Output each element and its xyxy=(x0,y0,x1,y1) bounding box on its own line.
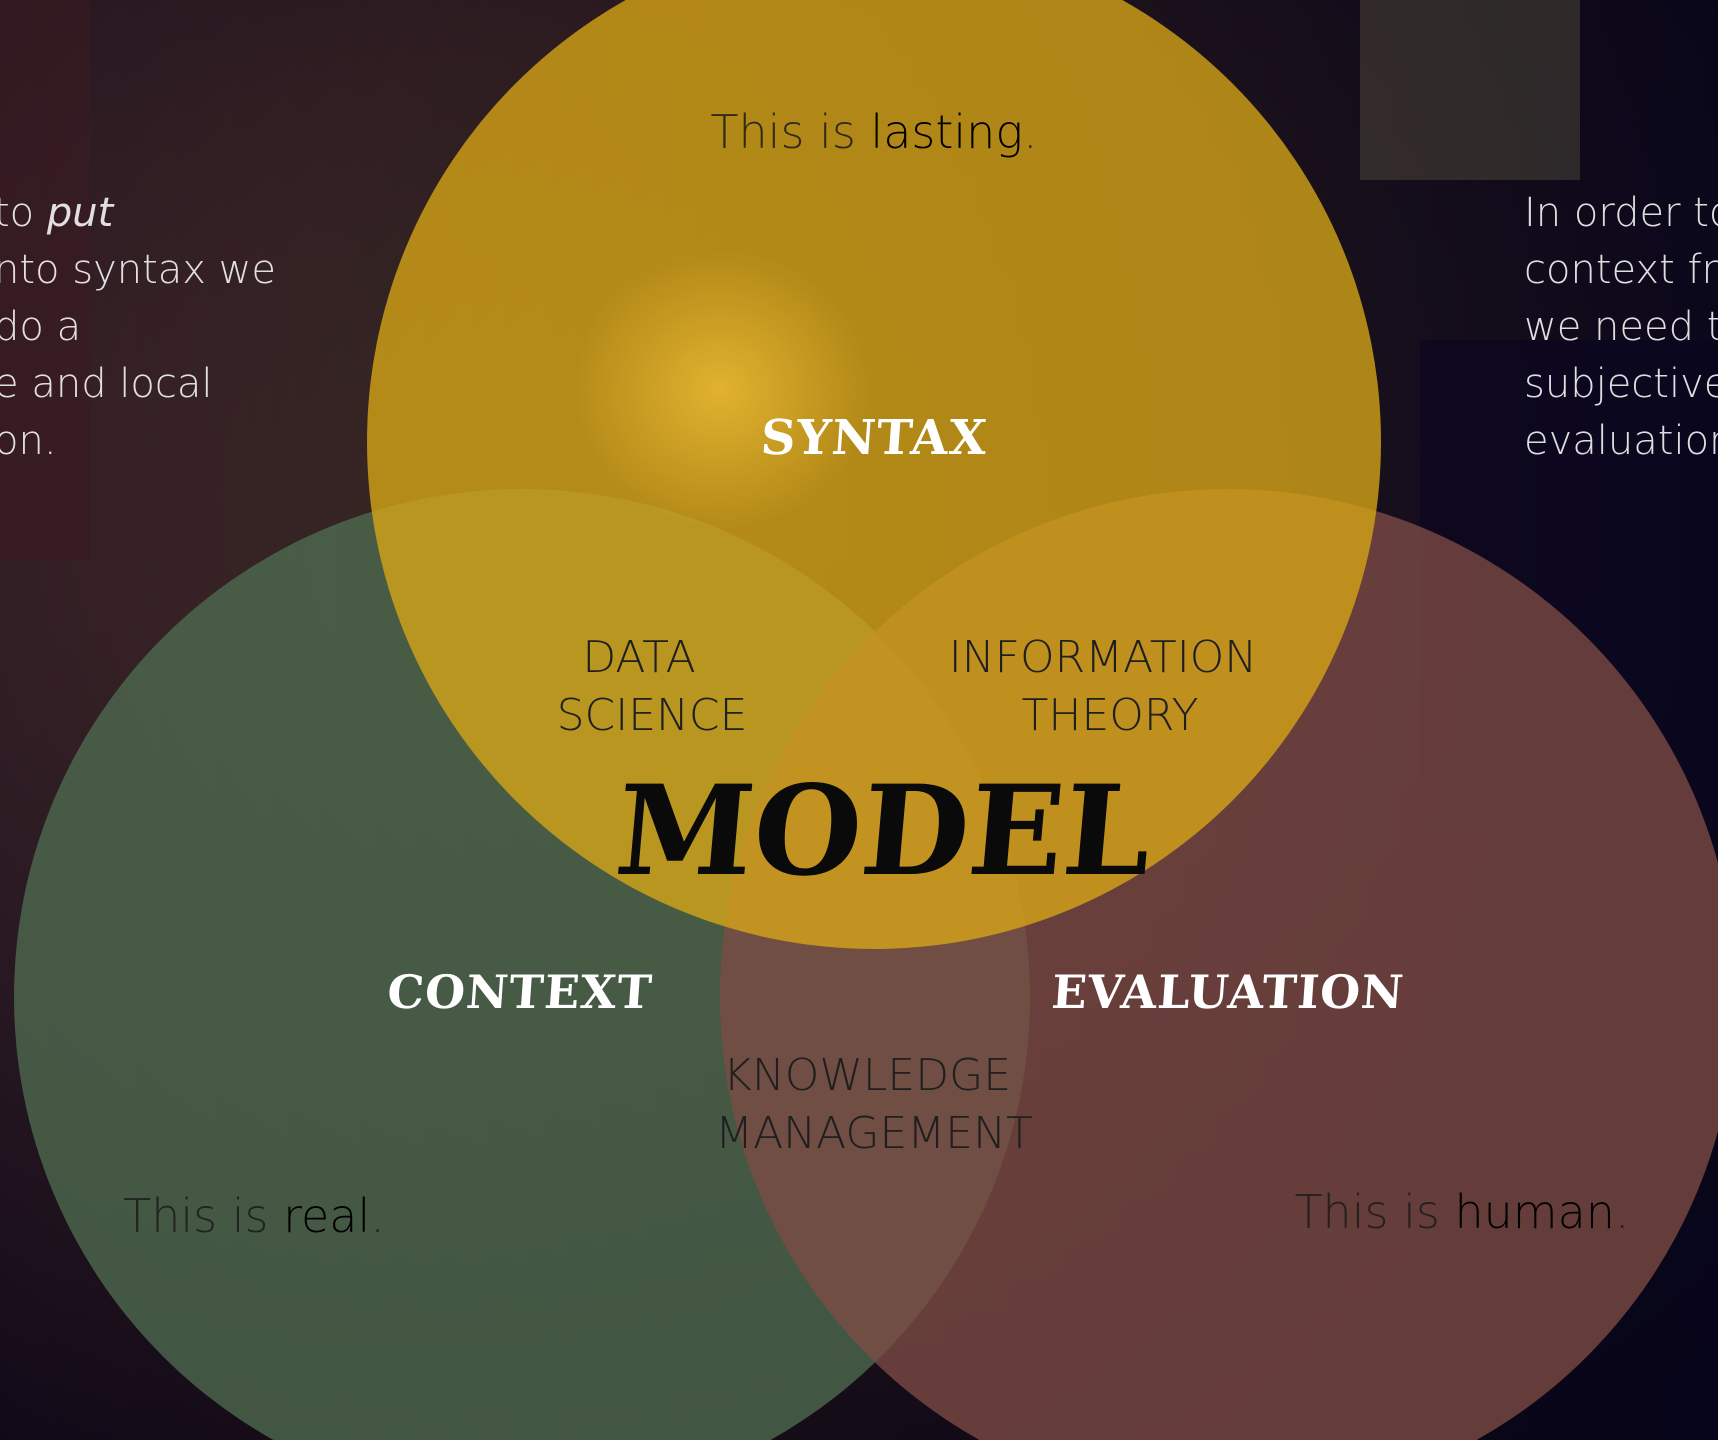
left-note-line: do a xyxy=(0,304,82,350)
evaluation-tagline: This is human. xyxy=(1294,1185,1629,1239)
context-tagline-prefix: This is xyxy=(123,1189,283,1243)
right-note-line: we need t xyxy=(1524,304,1718,350)
overlap-data-science-line-2: SCIENCE xyxy=(557,690,748,741)
syntax-label: SYNTAX xyxy=(759,410,989,466)
left-note-line-start: to xyxy=(0,190,35,236)
evaluation-label: EVALUATION xyxy=(1050,965,1406,1019)
overlap-data-science: DATA SCIENCE xyxy=(557,632,748,741)
syntax-tagline: This is lasting. xyxy=(710,105,1037,159)
left-note-emphasis: put xyxy=(46,190,114,236)
center-model-label: MODEL xyxy=(610,758,1157,904)
overlap-data-science-line-1: DATA xyxy=(582,632,695,683)
overlap-knowledge-management: KNOWLEDGE MANAGEMENT xyxy=(715,1050,1033,1159)
overlap-knowledge-management-line-1: KNOWLEDGE xyxy=(723,1050,1011,1101)
overlap-information-theory-line-2: THEORY xyxy=(1021,690,1198,741)
left-note-line: e and local xyxy=(0,361,213,407)
background-blur-shape xyxy=(1360,0,1580,180)
syntax-tagline-suffix: . xyxy=(1023,105,1038,159)
evaluation-tagline-prefix: This is xyxy=(1294,1185,1454,1239)
evaluation-tagline-emphasis: human xyxy=(1454,1185,1614,1239)
right-note: In order to context fr we need t subject… xyxy=(1524,185,1718,470)
syntax-circle xyxy=(367,0,1381,949)
overlap-information-theory-line-1: INFORMATION xyxy=(949,632,1257,683)
context-tagline-suffix: . xyxy=(370,1189,385,1243)
context-tagline: This is real. xyxy=(123,1189,385,1243)
right-note-line: subjective xyxy=(1524,361,1718,407)
left-note-line: to put xyxy=(0,185,276,242)
context-label: CONTEXT xyxy=(386,965,655,1019)
background-blur-shape xyxy=(0,0,90,560)
context-tagline-emphasis: real xyxy=(283,1189,370,1243)
left-note: to put nto syntax we do a e and local on… xyxy=(0,185,276,470)
right-note-line: In order to xyxy=(1524,190,1718,236)
right-note-line: context fr xyxy=(1524,247,1718,293)
overlap-information-theory: INFORMATION THEORY xyxy=(949,632,1271,741)
syntax-tagline-prefix: This is xyxy=(710,105,870,159)
evaluation-tagline-suffix: . xyxy=(1615,1185,1630,1239)
right-note-line: evaluation xyxy=(1524,418,1718,464)
left-note-line: on. xyxy=(0,418,57,464)
syntax-glow xyxy=(570,250,870,530)
overlap-knowledge-management-line-2: MANAGEMENT xyxy=(715,1108,1033,1159)
syntax-tagline-emphasis: lasting xyxy=(870,105,1023,159)
left-note-line: nto syntax we xyxy=(0,247,276,293)
